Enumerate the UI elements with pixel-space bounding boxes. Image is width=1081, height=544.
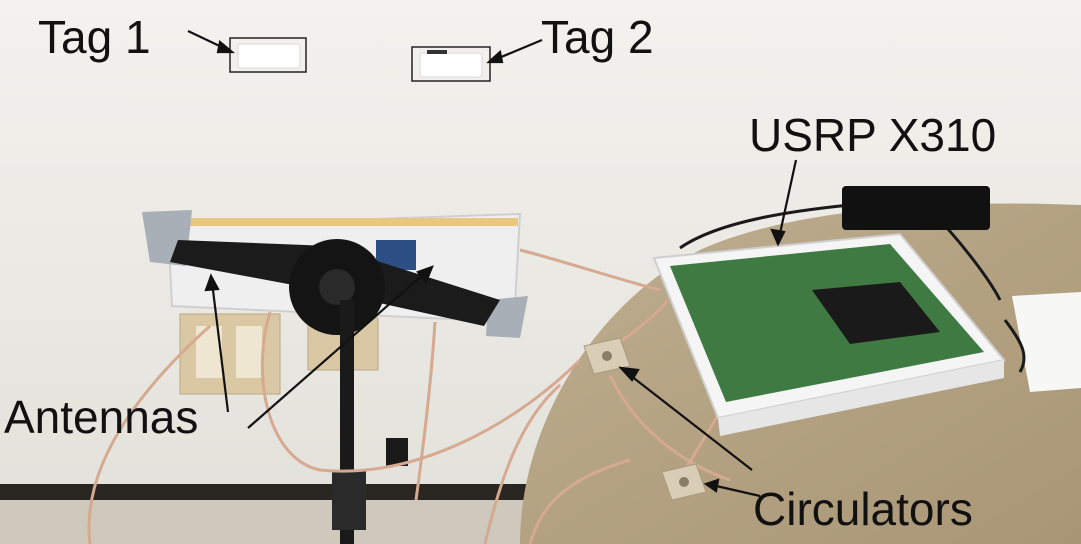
tripod-knob — [386, 438, 408, 466]
rf-cables — [87, 248, 731, 544]
heatsink — [812, 282, 940, 344]
power-supply-brick — [842, 186, 990, 230]
tag-1-label: Tag 1 — [38, 11, 151, 63]
tripod-clamp — [332, 470, 366, 530]
pointer-arrows — [187, 30, 798, 498]
usrp-x310-device — [652, 232, 1006, 436]
usrp-x310-label: USRP X310 — [749, 109, 997, 161]
tag-2-label: Tag 2 — [541, 11, 654, 63]
paper-sheet — [1012, 292, 1081, 392]
tag-2 — [411, 46, 491, 82]
circulators-label: Circulators — [753, 483, 973, 535]
antenna-panel — [142, 210, 528, 338]
tag-1 — [229, 37, 307, 73]
antennas-label: Antennas — [4, 391, 199, 443]
circulator-1 — [583, 337, 631, 375]
outlet-socket — [236, 326, 262, 378]
circulator-2 — [661, 463, 707, 501]
